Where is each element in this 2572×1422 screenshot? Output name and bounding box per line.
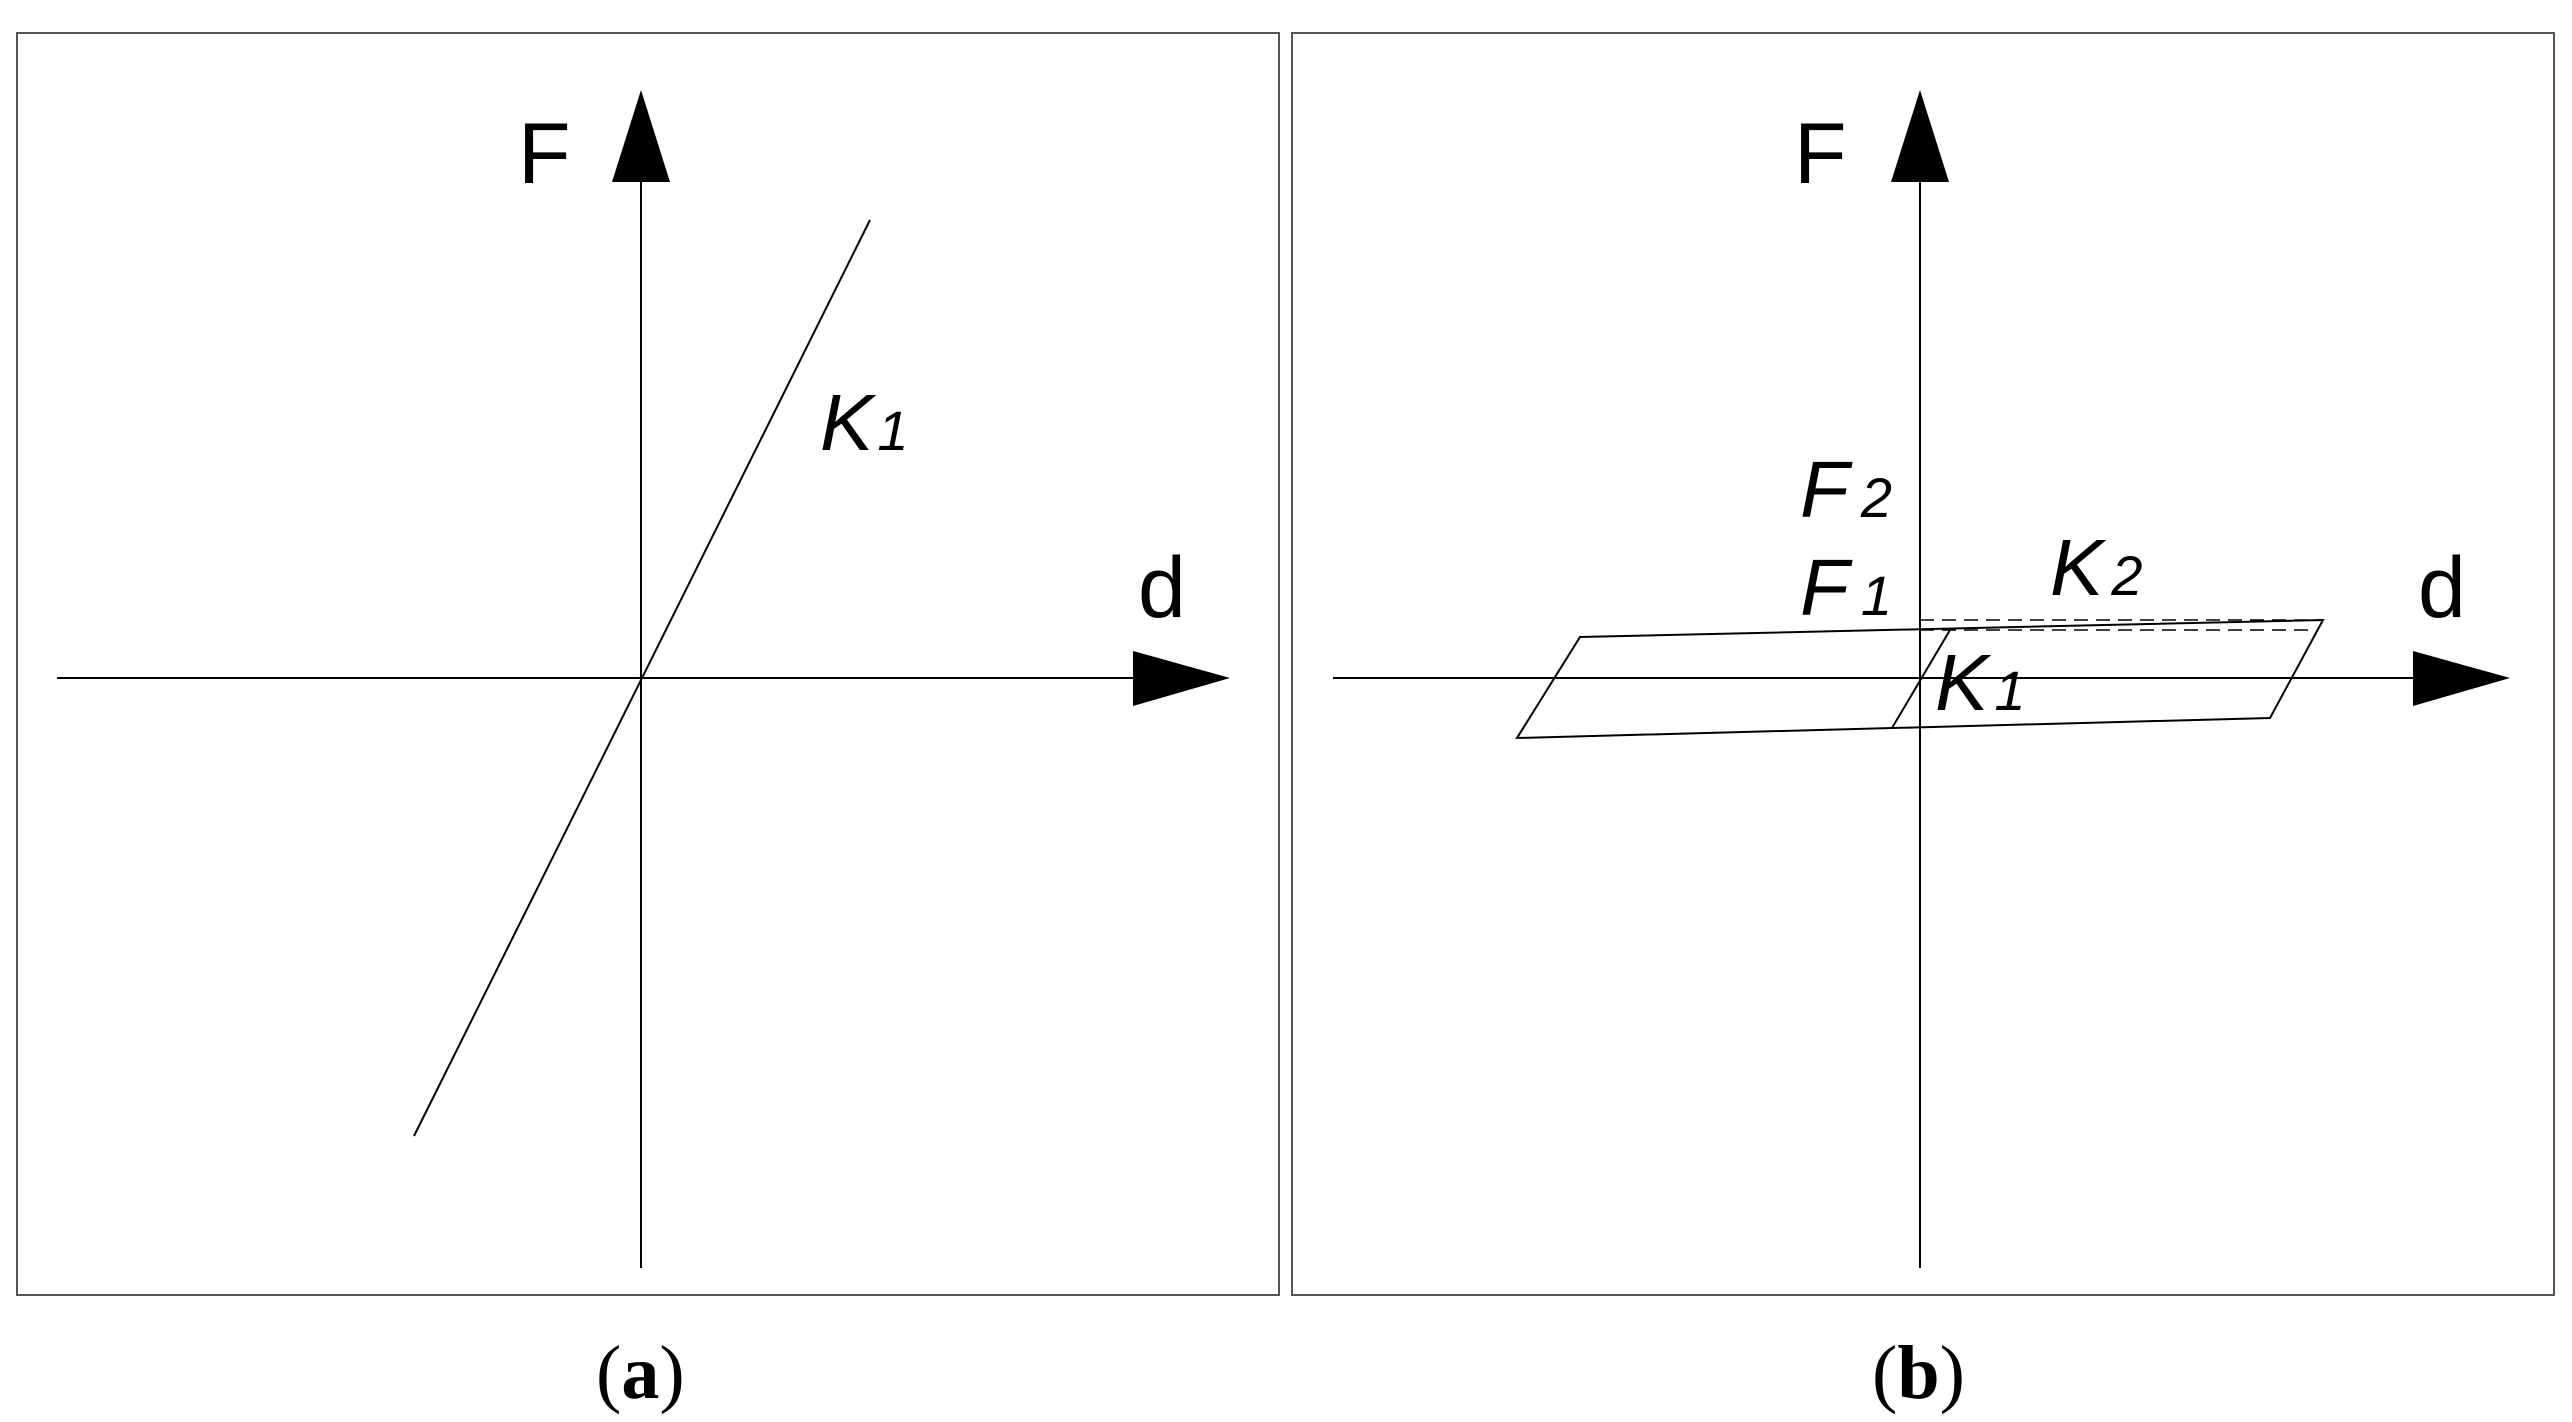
panel-b-f2-sub: 2	[1860, 466, 1892, 529]
panel-b-f1-main: F	[1800, 543, 1853, 632]
panel-b-f1-sub: 1	[1861, 564, 1892, 627]
panel-b-hysteresis-loop	[1515, 618, 2325, 740]
panel-a-caption-close: )	[659, 1331, 684, 1415]
panel-b-d-axis-label: d	[2418, 540, 2466, 636]
panel-a-caption-open: (	[596, 1331, 621, 1415]
panel-b-caption-close: )	[1940, 1331, 1965, 1415]
panel-a-horizontal-arrowhead	[1133, 651, 1230, 706]
panel-a-f-axis-label: F	[518, 106, 571, 202]
panel-b-k2-sub: 2	[2110, 544, 2142, 607]
panel-a-vertical-arrowhead	[612, 90, 670, 182]
panel-b-vertical-arrowhead	[1891, 90, 1949, 182]
panel-a-d-axis-label: d	[1138, 540, 1186, 636]
panel-b-horizontal-arrowhead	[2413, 651, 2510, 706]
panel-b-k2-main: K	[2050, 523, 2107, 612]
panel-b-k1-main: K	[1935, 638, 1992, 727]
panel-a-frame	[16, 32, 1280, 1296]
panel-b-k1-sub: 1	[1994, 659, 2025, 722]
panel-a: F d K1 (a)	[16, 32, 1280, 1415]
panel-a-k1-line	[413, 219, 871, 1137]
panel-a-k1-sub: 1	[877, 399, 908, 462]
panel-a-caption: (a)	[596, 1331, 685, 1415]
panel-a-caption-letter: a	[621, 1331, 659, 1415]
panel-a-k1-main: K	[820, 378, 877, 467]
panel-b-frame	[1291, 32, 2555, 1296]
panel-b-caption: (b)	[1872, 1331, 1965, 1415]
panel-b-f2-main: F	[1800, 445, 1853, 534]
panel-b-caption-open: (	[1872, 1331, 1897, 1415]
panel-b-caption-letter: b	[1897, 1331, 1939, 1415]
panel-a-k1-label: K1	[820, 378, 909, 467]
panel-b-f-axis-label: F	[1794, 106, 1847, 202]
panel-b-k1-branch	[1891, 629, 1951, 729]
